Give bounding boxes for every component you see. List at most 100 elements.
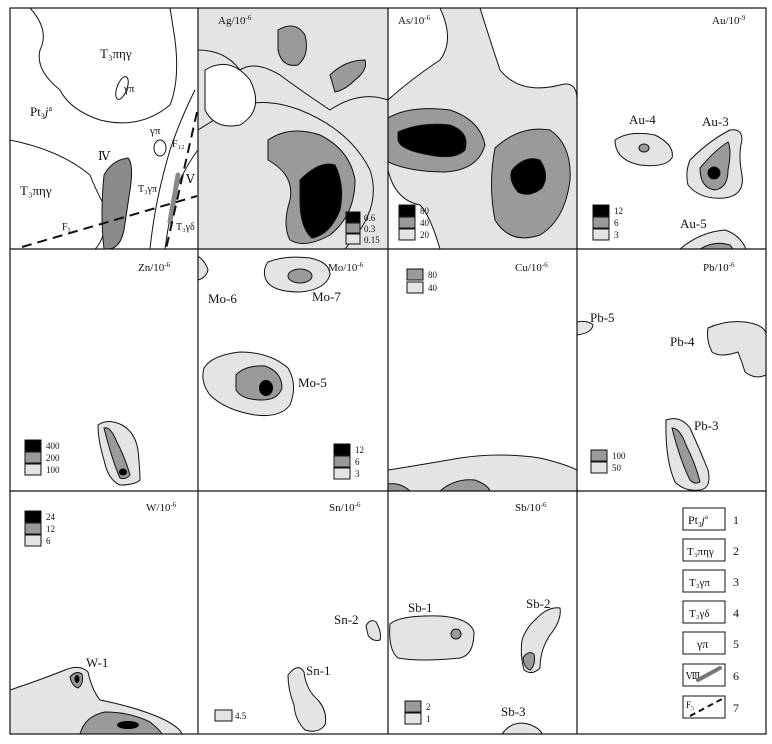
- legend-cu-1: 80: [428, 270, 438, 280]
- label-sb-1: Sb-1: [408, 600, 433, 615]
- label-au-5: Au-5: [680, 216, 707, 231]
- title-pb: Pb/10-6: [703, 261, 735, 274]
- granite-porphyry-2: [153, 139, 167, 157]
- cu-mid-2: [388, 483, 411, 491]
- au-3-high: [707, 166, 721, 180]
- legend-key-1-num: 1: [733, 513, 739, 527]
- panel-sn: [287, 620, 381, 732]
- legend-mo-2: 6: [355, 457, 360, 467]
- legend-pb-1: 100: [612, 451, 626, 461]
- legend-cu: 80 40: [406, 268, 438, 294]
- au-5-low: [679, 229, 747, 249]
- label-mo-5: Mo-5: [298, 375, 327, 390]
- fault-f5: [21, 195, 198, 248]
- label-au-4: Au-4: [629, 112, 656, 127]
- title-cu: Cu/10-6: [515, 261, 548, 274]
- intrusion-boundary-2: [164, 149, 198, 249]
- ag-white-1: [204, 63, 257, 127]
- granite-boundary: [10, 139, 111, 249]
- legend-key-3-num: 3: [733, 575, 739, 589]
- legend-ag-2: 0.3: [364, 224, 376, 234]
- label-gamma-pi-1: γπ: [123, 83, 135, 95]
- label-w-1: W-1: [86, 655, 108, 670]
- fault-symbol: [689, 698, 723, 717]
- sb-1-mid: [450, 628, 462, 640]
- anomaly-labels: Au-4 Au-3 Au-5 Mo-6 Mo-7 Mo-5 Pb-5 Pb-4 …: [86, 112, 729, 719]
- zn-mid: [103, 427, 131, 480]
- dyke-symbol: [696, 666, 722, 682]
- label-t3-pi-eta-gamma: T₃πηγ: [100, 46, 132, 61]
- legend-zn-3: 100: [46, 465, 60, 475]
- ag-mid-1: [277, 25, 307, 66]
- legend-pb: 100 50: [590, 449, 626, 474]
- label-t3-gamma-delta: T₃γδ: [176, 222, 195, 233]
- label-au-3: Au-3: [702, 114, 729, 129]
- legend-as-2: 40: [420, 218, 430, 228]
- legend-sb-1: 2: [426, 702, 431, 712]
- legend-key: Pt3ja 1 T₃πηγ 2 T₃γπ 3 T₃γδ 4 γπ 5 Ⅷ 6 F…: [682, 507, 739, 719]
- label-sb-2: Sb-2: [526, 596, 551, 611]
- legend-w-3: 6: [46, 536, 51, 546]
- legend-key-7-symbol: F₅: [686, 700, 694, 710]
- mo-7-mid: [287, 268, 313, 284]
- title-mo: Mo/10-6: [328, 261, 364, 274]
- legend-key-3-symbol: T₃γπ: [689, 577, 710, 589]
- label-dyke-iv: Ⅳ: [98, 149, 111, 163]
- label-pb-3: Pb-3: [694, 418, 719, 433]
- label-sn-2: Sn-2: [334, 612, 359, 627]
- sb-3-low: [501, 722, 543, 734]
- label-dyke-v: Ⅴ: [185, 172, 195, 186]
- legend-key-6-symbol: Ⅷ: [685, 671, 700, 681]
- legend-w-1: 24: [46, 512, 56, 522]
- granite-porphyry-1: [115, 76, 129, 100]
- cu-mid: [439, 479, 491, 491]
- panel-zn: [97, 421, 141, 486]
- mo-5-mid: [235, 365, 283, 401]
- sn-1-low: [287, 667, 327, 732]
- title-au: Au/10-9: [712, 14, 746, 27]
- panel-w: [10, 666, 183, 734]
- panel-titles: Ag/10-6 As/10-6 Au/10-9 Zn/10-6 Mo/10-6 …: [138, 14, 746, 514]
- legend-key-7-num: 7: [733, 701, 739, 715]
- legend-key-5-symbol: γπ: [696, 637, 708, 651]
- legend-au: 12 6 3: [592, 204, 623, 241]
- as-high-2: [510, 158, 546, 195]
- legend-mo-3: 3: [355, 469, 360, 479]
- legend-ag: 0.6 0.3 0.15: [345, 211, 380, 245]
- title-sb: Sb/10-6: [515, 501, 547, 514]
- legend-zn-1: 400: [46, 441, 60, 451]
- pt-boundary: [29, 8, 178, 124]
- panel-as: [388, 8, 577, 249]
- grid-frame: [9, 7, 767, 735]
- mo-6-low: [198, 255, 209, 281]
- label-f5: F₅: [62, 222, 71, 233]
- label-pt: Pt3ja: [30, 104, 52, 121]
- label-mo-7: Mo-7: [312, 289, 341, 304]
- title-zn: Zn/10-6: [138, 261, 171, 274]
- panel-pb: [577, 320, 766, 491]
- title-sn: Sn/10-6: [329, 501, 361, 514]
- pb-5-low: [577, 320, 594, 336]
- title-as: As/10-6: [398, 14, 431, 27]
- panel-au: [614, 129, 747, 249]
- intrusion-boundary: [149, 89, 196, 249]
- legend-sb: 2 1: [404, 700, 431, 725]
- panel-mo: [198, 255, 331, 416]
- legend-w: 24 12 6: [24, 510, 56, 547]
- legend-au-2: 6: [614, 218, 619, 228]
- label-gamma-pi-2: γπ: [149, 125, 161, 137]
- sb-2-mid: [522, 652, 535, 671]
- legend-as: 80 40 20: [398, 204, 430, 241]
- zn-high: [119, 468, 127, 476]
- legend-as-1: 80: [420, 206, 430, 216]
- legend-sn: 4.5: [214, 709, 247, 722]
- label-mo-6: Mo-6: [208, 291, 237, 306]
- legend-pb-2: 50: [612, 463, 622, 473]
- legend-key-2-symbol: T₃πηγ: [687, 546, 714, 558]
- mo-5-high: [259, 380, 273, 396]
- cu-low: [388, 454, 577, 491]
- panel-sb: [389, 607, 561, 734]
- ag-high: [299, 163, 343, 239]
- legend-mo: 12 6 3: [333, 443, 364, 480]
- ag-mid-2: [329, 59, 366, 93]
